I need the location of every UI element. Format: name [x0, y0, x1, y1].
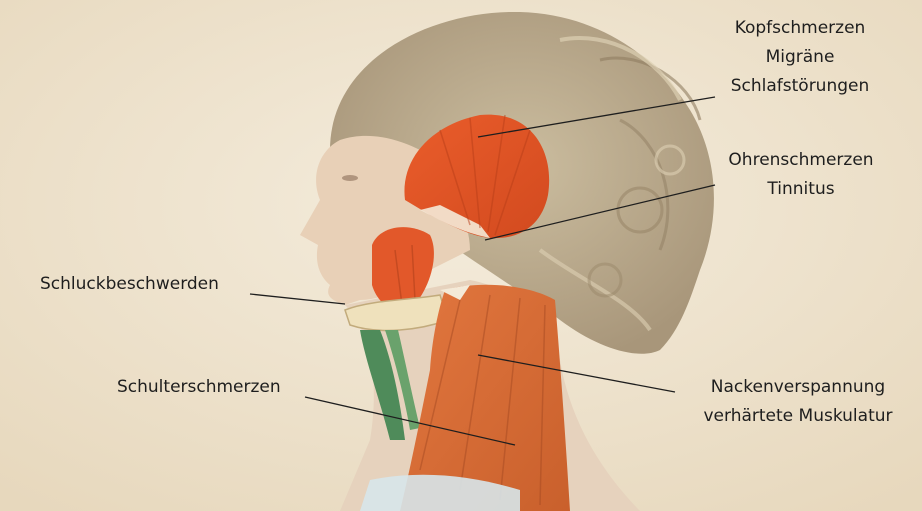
- label-shoulder: Schulterschmerzen: [117, 373, 281, 402]
- label-ear-complaints: Ohrenschmerzen Tinnitus: [706, 146, 896, 204]
- label-head-complaints: Kopfschmerzen Migräne Schlafstörungen: [710, 14, 890, 101]
- label-neck-line-2: verhärtete Muskulatur: [680, 402, 916, 431]
- label-ear-line-1: Ohrenschmerzen: [706, 146, 896, 175]
- label-swallowing: Schluckbeschwerden: [40, 270, 219, 299]
- label-neck-line-1: Nackenverspannung: [680, 373, 916, 402]
- label-swallow-line-1: Schluckbeschwerden: [40, 270, 219, 299]
- label-neck-complaints: Nackenverspannung verhärtete Muskulatur: [680, 373, 916, 431]
- label-head-line-2: Migräne: [710, 43, 890, 72]
- label-head-line-1: Kopfschmerzen: [710, 14, 890, 43]
- label-ear-line-2: Tinnitus: [706, 175, 896, 204]
- label-shoulder-line-1: Schulterschmerzen: [117, 373, 281, 402]
- label-head-line-3: Schlafstörungen: [710, 72, 890, 101]
